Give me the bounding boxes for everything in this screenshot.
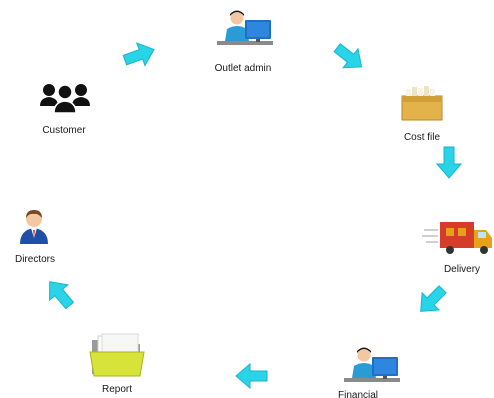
node-delivery: Delivery [422, 222, 492, 275]
node-outlet-admin: Outlet admin [215, 10, 273, 74]
arrow-report-to-directors [40, 273, 80, 314]
file-box-icon [401, 86, 443, 121]
arrow-outlet-admin-to-cost-file [329, 37, 370, 77]
node-label: Customer [42, 125, 86, 136]
folder-icon [89, 333, 145, 377]
person-at-computer-icon [217, 10, 273, 45]
node-directors: Directors [15, 210, 55, 265]
arrow-financial-to-report [235, 363, 268, 389]
arrow-cost-file-to-delivery [436, 146, 462, 179]
node-label: Directors [15, 254, 55, 265]
node-report: Report [89, 333, 145, 395]
arrow-delivery-to-financial [411, 280, 452, 321]
delivery-truck-icon [422, 222, 492, 254]
node-customer: Customer [40, 84, 90, 136]
businessman-icon [20, 210, 48, 244]
node-label: Financial [338, 390, 378, 398]
node-label: Delivery [444, 264, 480, 275]
arrow-customer-to-outlet-admin [120, 37, 159, 72]
node-label: Cost file [404, 132, 441, 143]
node-label: Outlet admin [215, 63, 272, 74]
user-group-icon [40, 84, 90, 114]
node-financial: Financial [338, 347, 400, 398]
person-at-computer-icon [344, 347, 400, 382]
node-label: Report [102, 384, 132, 395]
node-cost-file: Cost file [401, 86, 443, 143]
